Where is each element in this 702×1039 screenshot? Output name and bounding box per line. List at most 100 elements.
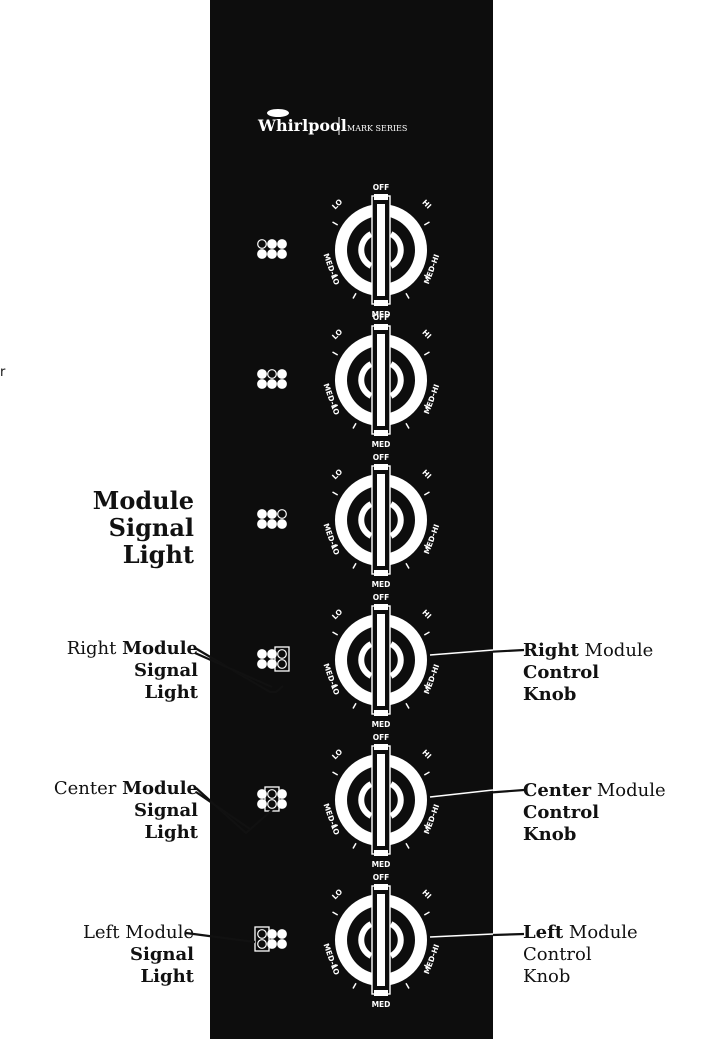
- signal-dot: [257, 789, 267, 799]
- knob-pointer-cap: [374, 850, 388, 856]
- leader-line-on-panel: [429, 789, 494, 798]
- dial-tick: [405, 562, 410, 569]
- knob-pointer-cap: [374, 570, 388, 576]
- dial-tick: [423, 274, 430, 279]
- knob-pointer-cap: [374, 710, 388, 716]
- dial-tick: [423, 221, 430, 226]
- knob-arc-left: [358, 781, 373, 819]
- dial-tick: [423, 771, 430, 776]
- signal-dot: [267, 249, 277, 259]
- knob-pointer-cap: [374, 300, 388, 306]
- signal-dot: [277, 379, 287, 389]
- dial-label-lo: LO: [330, 327, 344, 341]
- dial-tick: [423, 911, 430, 916]
- knob-pointer-cap: [374, 884, 388, 890]
- signal-dot-open: [267, 799, 277, 809]
- signal-dot: [257, 519, 267, 529]
- label-right-module-signal-light: Right Module Signal Light: [66, 638, 198, 703]
- leader-line-on-panel: [429, 649, 494, 656]
- dial-label-hi: HI: [420, 888, 433, 901]
- knob-arc-right: [389, 641, 404, 679]
- dial-label-med: MED: [372, 860, 391, 869]
- signal-dot: [277, 929, 287, 939]
- dial-tick: [332, 274, 339, 279]
- signal-dot: [257, 379, 267, 389]
- signal-dot: [277, 799, 287, 809]
- dial-label-med: MED: [372, 310, 391, 319]
- dial-tick: [332, 684, 339, 689]
- dial-tick: [332, 491, 339, 496]
- signal-dot: [257, 799, 267, 809]
- dial-tick: [405, 702, 410, 709]
- knob-arc-left: [358, 361, 373, 399]
- dial-tick: [332, 404, 339, 409]
- signal-dot: [257, 659, 267, 669]
- dial-label-hi: HI: [420, 198, 433, 211]
- signal-dot: [277, 249, 287, 259]
- control-knob[interactable]: [332, 324, 430, 436]
- signal-dot: [267, 519, 277, 529]
- knob-arc-right: [389, 921, 404, 959]
- dial-label-off: OFF: [373, 183, 390, 192]
- dial-tick: [405, 422, 410, 429]
- knob-pointer-cap: [374, 604, 388, 610]
- dial-label-med: MED: [372, 1000, 391, 1009]
- knob-pointer-cap: [374, 744, 388, 750]
- control-knob[interactable]: [332, 464, 430, 576]
- dial-tick: [352, 292, 357, 299]
- signal-dot: [267, 509, 277, 519]
- knob-pointer-center: [377, 334, 385, 426]
- label-left-module-signal-light: Left Module Signal Light: [82, 922, 194, 987]
- signal-dot: [267, 649, 277, 659]
- dial-tick: [352, 422, 357, 429]
- dial-tick: [332, 631, 339, 636]
- dial-tick: [352, 842, 357, 849]
- leader-lines: [185, 647, 525, 944]
- dial-label-off: OFF: [373, 873, 390, 882]
- signal-light-icon: [257, 646, 290, 672]
- signal-dot: [267, 929, 277, 939]
- signal-dot-open: [267, 789, 277, 799]
- signal-dot-open: [257, 239, 267, 249]
- control-knob[interactable]: [332, 604, 430, 716]
- knob-pointer-cap: [374, 990, 388, 996]
- dial-tick: [332, 964, 339, 969]
- brand-logo: Whirlpool MARK SERIES: [257, 109, 407, 135]
- signal-dot: [257, 369, 267, 379]
- knob-arc-right: [389, 781, 404, 819]
- dial-label-hi: HI: [420, 328, 433, 341]
- signal-dot: [267, 659, 277, 669]
- knob-pointer-center: [377, 894, 385, 986]
- signal-dot: [267, 239, 277, 249]
- knob-arc-right: [389, 231, 404, 269]
- dial-label-med: MED: [372, 580, 391, 589]
- dial-label-off: OFF: [373, 593, 390, 602]
- dial-tick: [405, 292, 410, 299]
- control-knob[interactable]: [332, 884, 430, 996]
- knob-pointer-cap: [374, 430, 388, 436]
- signal-dot: [277, 239, 287, 249]
- dial-label-lo: LO: [330, 887, 344, 901]
- dial-tick: [405, 982, 410, 989]
- dial-tick: [332, 221, 339, 226]
- control-knob[interactable]: [332, 194, 430, 306]
- signal-dot-open: [257, 929, 267, 939]
- leader-line: [185, 931, 256, 944]
- stray-mark: r: [0, 365, 6, 380]
- signal-dot-open: [277, 509, 287, 519]
- knob-pointer-center: [377, 754, 385, 846]
- dial-label-off: OFF: [373, 733, 390, 742]
- control-knob[interactable]: [332, 744, 430, 856]
- dial-tick: [332, 771, 339, 776]
- label-right-module-control-knob: Right Module Control Knob: [523, 640, 654, 705]
- leader-line: [194, 651, 273, 689]
- knob-pointer-cap: [374, 194, 388, 200]
- signal-dot: [277, 519, 287, 529]
- label-module-signal-light: Module Signal Light: [92, 486, 194, 569]
- signal-dot: [257, 249, 267, 259]
